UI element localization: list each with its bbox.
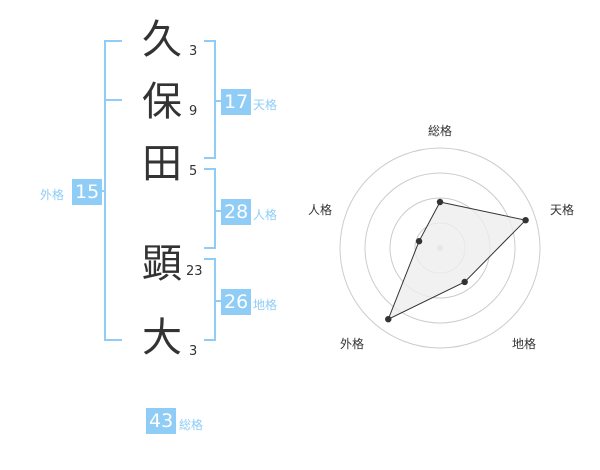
radar-label-gai: 外格 <box>340 337 365 351</box>
chi-connector <box>215 300 222 302</box>
radar-ring <box>339 147 541 349</box>
name-char-3: 田 <box>142 141 182 187</box>
sou-value-badge: 43 <box>146 408 177 434</box>
radar-ring <box>364 172 516 324</box>
radar-point <box>522 216 529 224</box>
stroke-count-4: 23 <box>186 264 203 279</box>
ten-connector <box>215 100 222 102</box>
name-char-1: 久 <box>142 17 182 63</box>
name-char-4: 顕 <box>142 241 182 287</box>
stroke-count-2: 9 <box>189 104 198 119</box>
ten-label: 天格 <box>253 98 278 112</box>
radar-label-sou: 総格 <box>428 124 453 138</box>
radar-point <box>436 198 444 206</box>
outer-bracket <box>104 40 122 341</box>
radar-points <box>385 198 529 323</box>
jin-connector <box>215 210 222 212</box>
name-char-2: 保 <box>142 79 182 125</box>
radar-label-chi: 地格 <box>512 337 537 351</box>
chi-value-badge: 26 <box>221 289 252 315</box>
ten-value-badge: 17 <box>221 89 252 115</box>
gai-label: 外格 <box>40 188 65 202</box>
stroke-count-1: 3 <box>189 44 198 59</box>
ten-bracket <box>204 40 216 159</box>
radar-point <box>415 238 423 245</box>
chi-label: 地格 <box>253 298 278 312</box>
jin-value-badge: 28 <box>221 199 252 225</box>
jin-bracket <box>204 168 216 249</box>
jin-label: 人格 <box>253 208 278 222</box>
outer-bracket-tick <box>104 99 122 101</box>
stroke-count-5: 3 <box>189 344 198 359</box>
name-char-5: 大 <box>142 315 182 361</box>
sou-label: 総格 <box>179 418 204 432</box>
radar-point <box>461 278 468 286</box>
chi-bracket <box>204 258 216 341</box>
stroke-count-3: 5 <box>189 164 198 179</box>
gai-value-badge: 15 <box>72 179 103 205</box>
radar-value-shape <box>387 201 527 321</box>
radar-label-jin: 人格 <box>308 203 333 217</box>
radar-label-ten: 天格 <box>550 203 575 217</box>
radar-point <box>385 315 392 323</box>
